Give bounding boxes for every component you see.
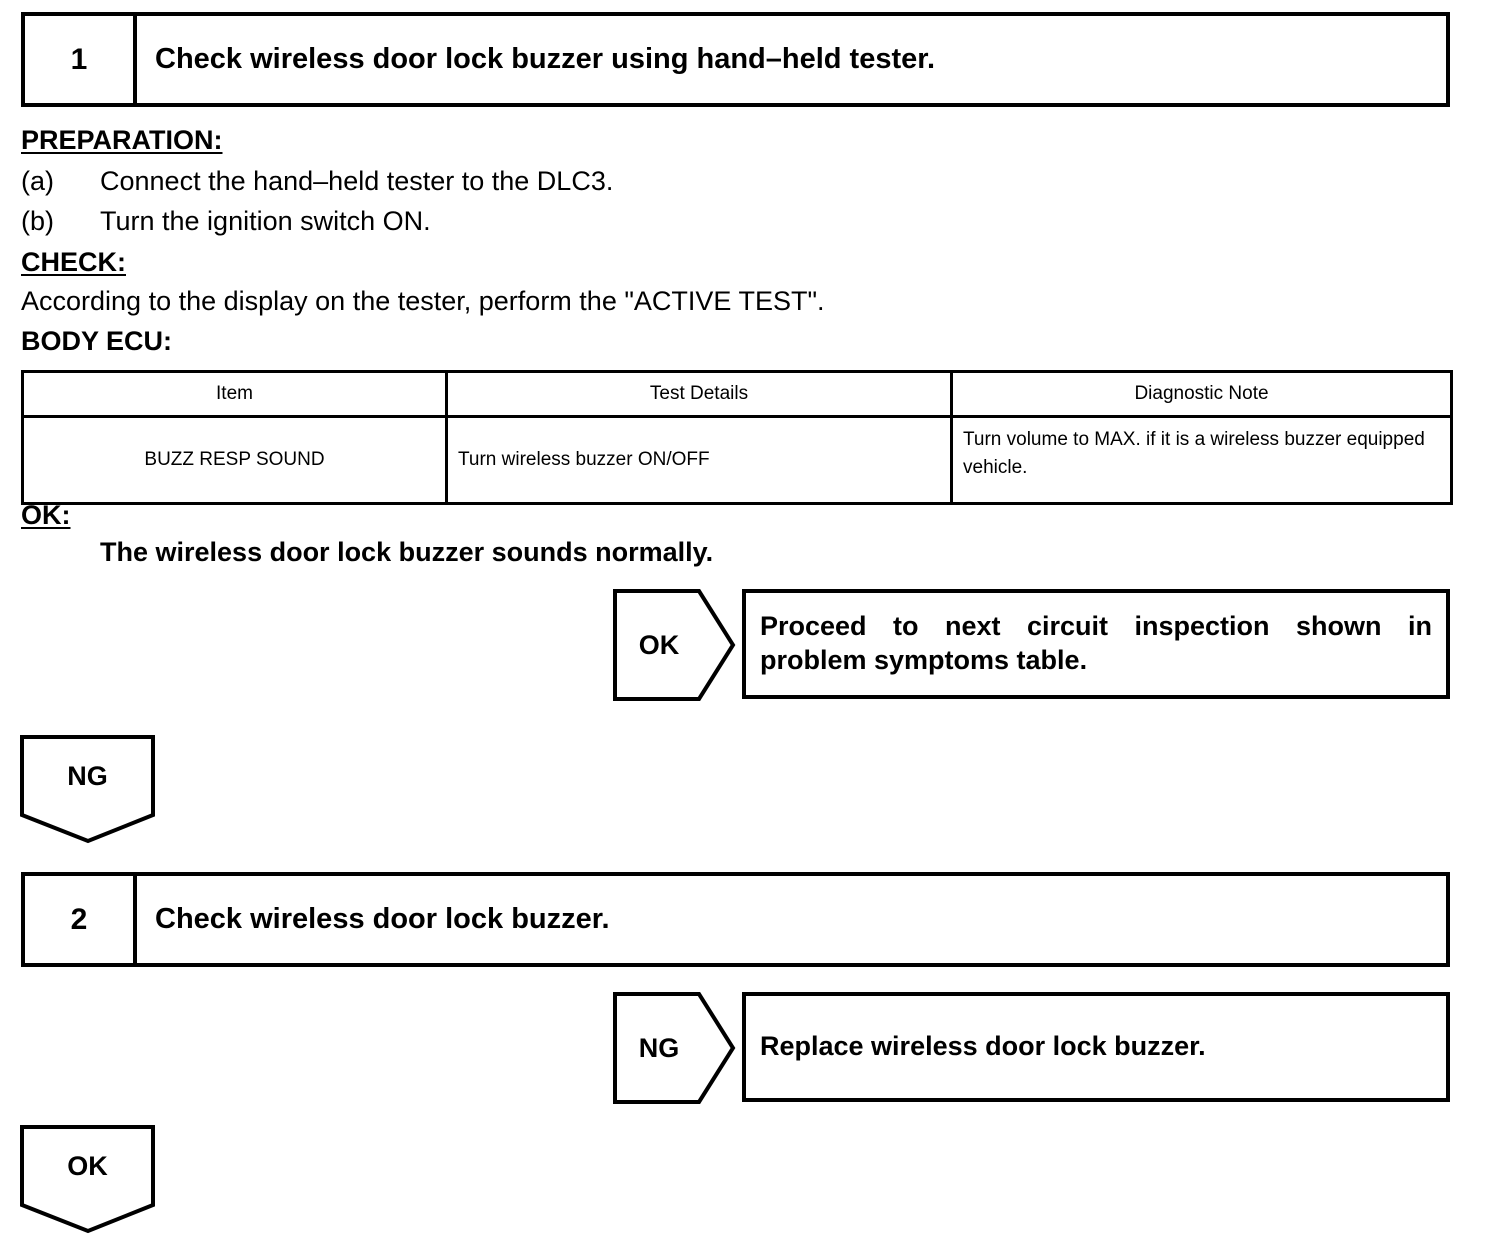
cell-item: BUZZ RESP SOUND [21,415,448,505]
flag-ng: NG [20,735,160,845]
check-text: According to the display on the tester, … [21,286,825,316]
ng-arrow-pentagon [613,992,736,1104]
preparation-item-marker-a: (a) [21,166,54,196]
flag-tag-ok: OK [67,1150,108,1181]
callout-ng-replace: NG [613,992,736,1104]
callout-tag-ng: NG [638,1032,680,1063]
preparation-item-text-a: Connect the hand–held tester to the DLC3… [100,166,614,196]
flag-ok: OK [20,1125,160,1235]
preparation-item-text-b: Turn the ignition switch ON. [100,206,431,236]
ok-criteria-text: The wireless door lock buzzer sounds nor… [100,537,714,567]
callout-tag-ok: OK [638,629,680,660]
active-test-table: Item Test Details Diagnostic Note BUZZ R… [21,370,1453,505]
preparation-heading: PREPARATION: [21,125,223,155]
step-title-2: Check wireless door lock buzzer. [155,903,610,935]
result-text-replace: Replace wireless door lock buzzer. [760,1031,1206,1062]
cell-diagnostic-note: Turn volume to MAX. if it is a wireless … [950,415,1453,505]
step-number-2: 2 [25,876,137,963]
body-ecu-heading: BODY ECU: [21,326,173,356]
table-row: BUZZ RESP SOUND Turn wireless buzzer ON/… [21,415,1453,505]
ok-flag-pentagon [20,1125,155,1234]
step-number-1: 1 [25,16,137,103]
step-title-1: Check wireless door lock buzzer using ha… [155,43,935,75]
check-heading: CHECK: [21,247,126,277]
cell-test-details: Turn wireless buzzer ON/OFF [445,415,953,505]
callout-ok-proceed: OK [613,589,736,701]
result-text-proceed: Proceed to next circuit inspection shown… [760,611,1432,675]
ok-arrow-pentagon [613,589,736,701]
table-header-row: Item Test Details Diagnostic Note [21,370,1453,418]
step-box-1: 1 Check wireless door lock buzzer using … [21,12,1450,107]
column-header-test-details: Test Details [445,370,953,418]
column-header-item: Item [21,370,448,418]
result-box-proceed: Proceed to next circuit inspection shown… [742,589,1450,699]
flag-tag-ng: NG [67,760,108,791]
ok-criteria-heading: OK: [21,500,71,530]
column-header-diagnostic-note: Diagnostic Note [950,370,1453,418]
ng-flag-pentagon [20,735,155,844]
step-box-2: 2 Check wireless door lock buzzer. [21,872,1450,967]
preparation-item-marker-b: (b) [21,206,54,236]
result-box-replace: Replace wireless door lock buzzer. [742,992,1450,1102]
